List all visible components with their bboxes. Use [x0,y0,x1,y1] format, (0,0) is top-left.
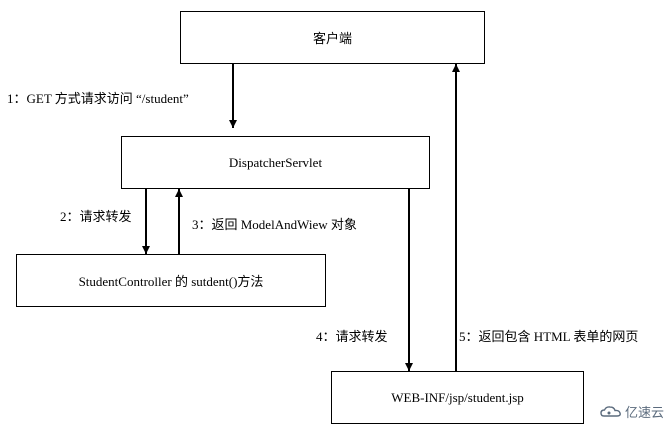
student-controller-node: StudentController 的 sutdent()方法 [16,254,326,307]
watermark: 亿速云 [600,402,664,421]
edge-label-step2: 2：请求转发 [60,209,132,224]
client-node: 客户端 [180,11,485,64]
edge-label-step1: 1：GET 方式请求访问 “/student” [7,91,189,106]
edge-label-step3: 3：返回 ModelAndWiew 对象 [192,217,357,232]
client-label: 客户端 [312,31,352,46]
dispatcher-label: DispatcherServlet [228,154,323,170]
dispatcher-servlet-node: DispatcherServlet [121,136,430,189]
student-jsp-node: WEB-INF/jsp/student.jsp [331,371,584,424]
edge-label-step4: 4：请求转发 [316,329,388,344]
controller-label: StudentController 的 sutdent()方法 [78,274,264,289]
jsp-label: WEB-INF/jsp/student.jsp [391,389,524,405]
cloud-logo-icon [600,405,621,417]
edge-label-step5: 5：返回包含 HTML 表单的网页 [459,329,639,344]
watermark-text: 亿速云 [624,406,664,421]
